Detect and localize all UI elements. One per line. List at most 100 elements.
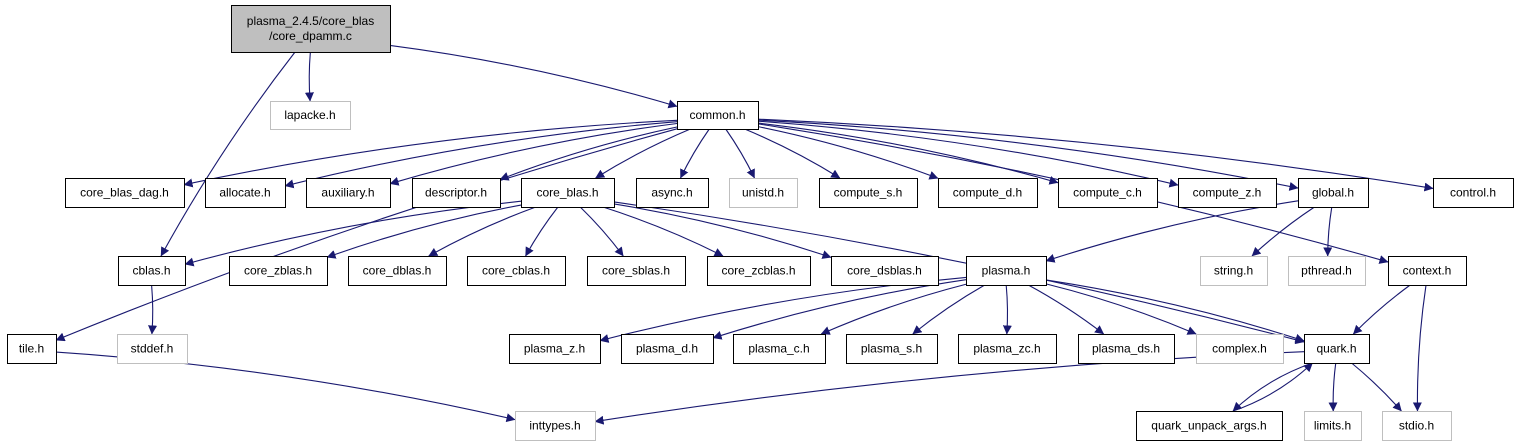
node-label: compute_c.h (1073, 186, 1142, 200)
node-label: complex.h (1212, 342, 1267, 356)
node-async[interactable]: async.h (636, 178, 709, 208)
node-box (1136, 411, 1283, 441)
node-label: core_blas.h (536, 186, 598, 200)
edge-global-to-plasma (1045, 200, 1299, 263)
edge-root-to-cblas (160, 51, 296, 257)
node-label: core_dblas.h (363, 264, 432, 278)
node-label: global.h (1312, 186, 1354, 200)
node-stdio[interactable]: stdio.h (1382, 411, 1452, 441)
node-lapacke[interactable]: lapacke.h (270, 101, 351, 130)
node-core-blas[interactable]: core_blas.h (521, 178, 615, 208)
node-box (348, 256, 447, 286)
node-core-dsblas[interactable]: core_dsblas.h (831, 256, 939, 286)
node-quark-unpack-args[interactable]: quark_unpack_args.h (1136, 411, 1283, 441)
node-unistd[interactable]: unistd.h (729, 178, 798, 208)
node-pthread[interactable]: pthread.h (1288, 256, 1366, 286)
edge-plasma-to-plasma_ds (1028, 284, 1105, 335)
node-common[interactable]: common.h (677, 101, 759, 130)
node-control[interactable]: control.h (1433, 178, 1514, 208)
node-box (621, 334, 714, 364)
node-core-blas-dag[interactable]: core_blas_dag.h (65, 178, 185, 208)
edge-plasma-to-quark (1045, 279, 1305, 343)
node-core-sblas[interactable]: core_sblas.h (587, 256, 686, 286)
node-label: plasma_zc.h (973, 342, 1040, 356)
edge-core_blas-to-quark (613, 201, 1305, 345)
node-label: lapacke.h (284, 108, 335, 122)
node-plasma-z[interactable]: plasma_z.h (509, 334, 601, 364)
node-label: core_cblas.h (482, 264, 550, 278)
node-compute-z[interactable]: compute_z.h (1178, 178, 1277, 208)
node-plasma-d[interactable]: plasma_d.h (621, 334, 714, 364)
node-box (117, 334, 188, 364)
node-inttypes[interactable]: inttypes.h (515, 411, 596, 441)
node-quark[interactable]: quark.h (1304, 334, 1370, 364)
node-label: unistd.h (742, 186, 784, 200)
node-label: compute_s.h (834, 186, 903, 200)
edge-core_blas-to-core_zcblas (602, 206, 724, 257)
node-plasma-c[interactable]: plasma_c.h (733, 334, 826, 364)
node-box (509, 334, 601, 364)
edge-plasma-to-plasma_c (820, 283, 967, 335)
node-box (412, 178, 501, 208)
edge-common-to-control (757, 118, 1434, 192)
node-core-cblas[interactable]: core_cblas.h (467, 256, 566, 286)
node-label: core_sblas.h (602, 264, 670, 278)
node-box (231, 5, 391, 53)
edge-quark-to-limits (1328, 362, 1338, 412)
node-box (1196, 334, 1284, 364)
node-box (677, 101, 759, 130)
edge-common-to-compute_c (757, 122, 1059, 185)
node-context[interactable]: context.h (1388, 256, 1467, 286)
node-label: auxiliary.h (321, 186, 374, 200)
node-box (938, 178, 1038, 208)
edge-common-to-descriptor (499, 126, 678, 181)
node-label: core_dsblas.h (847, 264, 922, 278)
node-box (1433, 178, 1514, 208)
node-core-zblas[interactable]: core_zblas.h (229, 256, 328, 286)
node-compute-c[interactable]: compute_c.h (1058, 178, 1158, 208)
edge-core_blas-to-core_dblas (428, 206, 536, 257)
node-core-zcblas[interactable]: core_zcblas.h (707, 256, 811, 286)
node-tile[interactable]: tile.h (7, 334, 57, 364)
node-plasma-ds[interactable]: plasma_ds.h (1078, 334, 1175, 364)
node-root[interactable]: plasma_2.4.5/core_blas/core_dpamm.c (231, 5, 391, 53)
node-string[interactable]: string.h (1200, 256, 1268, 286)
node-core-dblas[interactable]: core_dblas.h (348, 256, 447, 286)
edge-global-to-string (1251, 206, 1315, 257)
node-box (846, 334, 938, 364)
node-label: async.h (651, 186, 692, 200)
edge-global-to-pthread (1323, 206, 1333, 257)
node-label: descriptor.h (425, 186, 487, 200)
edge-quark-to-quark_unpack_args (1232, 362, 1313, 412)
node-allocate[interactable]: allocate.h (205, 178, 286, 208)
node-label: allocate.h (219, 186, 270, 200)
edge-core_blas-to-core_sblas (579, 206, 624, 257)
node-complex[interactable]: complex.h (1196, 334, 1284, 364)
node-box (1298, 178, 1369, 208)
edge-core_blas-to-cblas (184, 200, 522, 267)
node-box (205, 178, 286, 208)
node-compute-s[interactable]: compute_s.h (819, 178, 918, 208)
node-global[interactable]: global.h (1298, 178, 1369, 208)
node-box (966, 256, 1047, 286)
node-label: stddef.h (131, 342, 174, 356)
edge-common-to-async (680, 128, 710, 179)
node-plasma-s[interactable]: plasma_s.h (846, 334, 938, 364)
node-box (636, 178, 709, 208)
node-box (1200, 256, 1268, 286)
node-descriptor[interactable]: descriptor.h (412, 178, 501, 208)
node-label: cblas.h (132, 264, 170, 278)
edge-common-to-compute_s (744, 128, 841, 179)
node-compute-d[interactable]: compute_d.h (938, 178, 1038, 208)
node-plasma-zc[interactable]: plasma_zc.h (958, 334, 1057, 364)
node-box (270, 101, 351, 130)
edge-common-to-compute_d (757, 126, 939, 180)
node-cblas[interactable]: cblas.h (118, 256, 186, 286)
node-stddef[interactable]: stddef.h (117, 334, 188, 364)
edge-plasma-to-plasma_d (712, 279, 967, 340)
node-plasma[interactable]: plasma.h (966, 256, 1047, 286)
node-limits[interactable]: limits.h (1304, 411, 1362, 441)
node-label: compute_d.h (953, 186, 1022, 200)
node-box (1078, 334, 1175, 364)
node-auxiliary[interactable]: auxiliary.h (306, 178, 391, 208)
